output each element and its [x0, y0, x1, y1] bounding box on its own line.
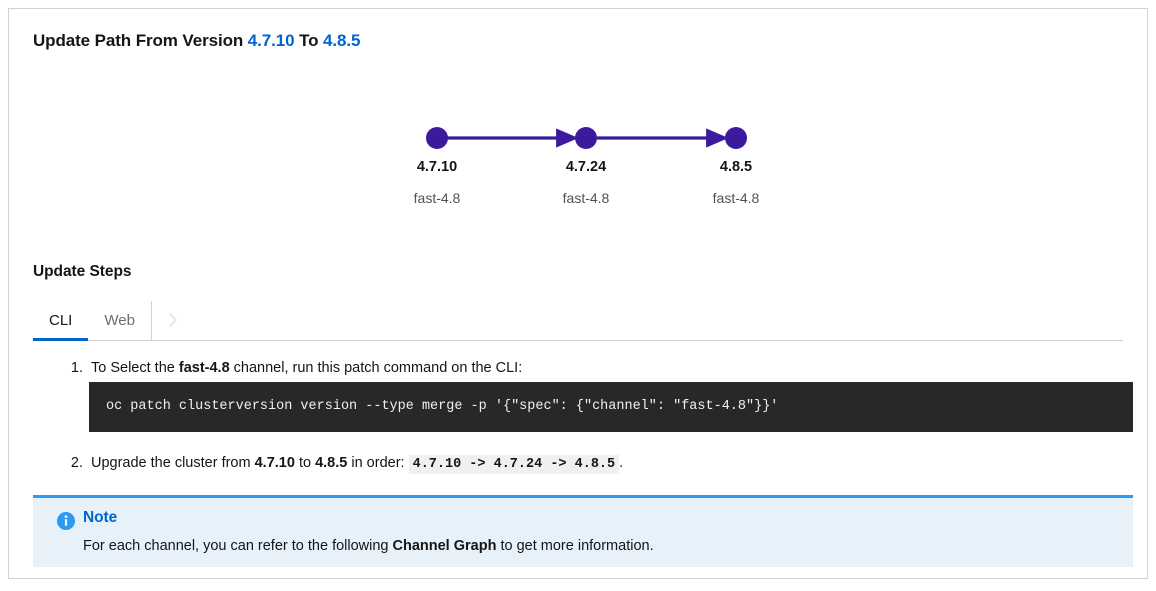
tab-web[interactable]: Web [88, 301, 151, 340]
step-1-number: 1. [70, 360, 83, 376]
graph-node-labels: 4.7.10 fast-4.8 4.7.24 fast-4.8 4.8.5 fa… [33, 104, 1123, 224]
note-body-after: to get more information. [496, 538, 654, 554]
step-2-from-version: 4.7.10 [254, 455, 295, 471]
step-1-text: To Select the fast-4.8 channel, run this… [91, 360, 522, 376]
graph-node-1[interactable] [426, 127, 448, 149]
step-2-text-d: . [619, 455, 624, 471]
step-1-text-before: To Select the [91, 360, 179, 376]
step-2: 2. Upgrade the cluster from 4.7.10 to 4.… [65, 452, 1133, 476]
patch-command-code-block[interactable]: oc patch clusterversion version --type m… [89, 382, 1133, 432]
note-body-before: For each channel, you can refer to the f… [83, 538, 393, 554]
step-2-number: 2. [70, 455, 83, 471]
graph-node-channel: fast-4.8 [712, 190, 760, 206]
page-title-middle: To [299, 31, 319, 50]
graph-node-label-1: 4.7.10 fast-4.8 [357, 157, 517, 208]
page-title: Update Path From Version 4.7.10 To 4.8.5 [33, 31, 360, 51]
upgrade-order-code: 4.7.10 -> 4.7.24 -> 4.8.5 [408, 455, 620, 474]
note-body: For each channel, you can refer to the f… [83, 536, 654, 556]
page-title-prefix: Update Path From Version [33, 31, 244, 50]
step-1-text-after: channel, run this patch command on the C… [229, 360, 523, 376]
graph-node-3[interactable] [725, 127, 747, 149]
graph-node-label-2: 4.7.24 fast-4.8 [506, 157, 666, 208]
note-channel-graph-link: Channel Graph [392, 538, 497, 554]
graph-node-2[interactable] [575, 127, 597, 149]
step-2-text-b: to [294, 455, 316, 471]
graph-node-channel: fast-4.8 [562, 190, 610, 206]
chevron-right-icon[interactable] [152, 301, 196, 340]
update-path-graph-svg [426, 127, 747, 149]
note-title: Note [83, 509, 118, 526]
info-circle-icon [57, 512, 75, 530]
step-2-to-version: 4.8.5 [315, 455, 348, 471]
page-title-from-version: 4.7.10 [247, 31, 295, 50]
graph-node-label-3: 4.8.5 fast-4.8 [656, 157, 816, 208]
update-steps-list: 1. To Select the fast-4.8 channel, run t… [65, 357, 1133, 379]
step-2-text-c: in order: [347, 455, 409, 471]
tab-divider [150, 301, 152, 340]
step-2-text: Upgrade the cluster from 4.7.10 to 4.8.5… [91, 455, 624, 474]
graph-node-version: 4.7.10 [416, 159, 458, 175]
graph-node-version: 4.8.5 [719, 159, 753, 175]
update-steps-tabs: CLI Web [33, 301, 1123, 341]
update-path-graph: 4.7.10 fast-4.8 4.7.24 fast-4.8 4.8.5 fa… [33, 104, 1123, 224]
note-alert: Note For each channel, you can refer to … [33, 495, 1133, 567]
step-2-text-a: Upgrade the cluster from [91, 455, 255, 471]
update-steps-heading: Update Steps [33, 263, 132, 280]
update-path-card: Update Path From Version 4.7.10 To 4.8.5… [8, 8, 1148, 579]
graph-node-version: 4.7.24 [565, 159, 607, 175]
page-title-to-version: 4.8.5 [323, 31, 361, 50]
step-1-channel: fast-4.8 [178, 360, 230, 376]
tab-cli[interactable]: CLI [33, 301, 89, 341]
step-1: 1. To Select the fast-4.8 channel, run t… [65, 357, 1133, 379]
graph-node-channel: fast-4.8 [413, 190, 461, 206]
